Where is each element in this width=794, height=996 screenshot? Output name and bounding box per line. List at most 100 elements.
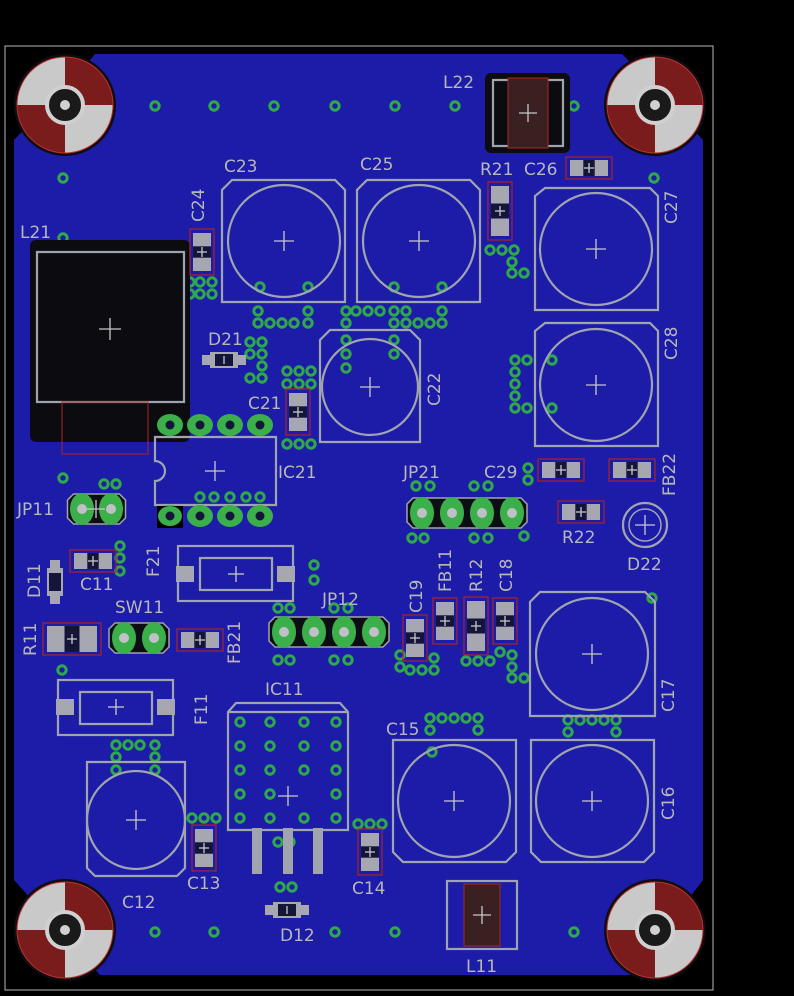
header-drill	[507, 508, 517, 518]
via	[305, 378, 317, 390]
via	[244, 372, 256, 384]
jumper-jp12	[268, 616, 390, 648]
via	[394, 661, 406, 673]
label-f21: F21	[144, 546, 164, 577]
via	[328, 654, 340, 666]
diode-core	[49, 573, 61, 591]
via	[424, 724, 436, 736]
via	[256, 360, 268, 372]
via	[330, 764, 342, 776]
label-d21: D21	[208, 330, 243, 350]
via	[298, 812, 310, 824]
smd-keepout	[463, 596, 489, 656]
via	[293, 365, 305, 377]
via	[460, 655, 472, 667]
via	[389, 100, 401, 112]
smd-pad	[496, 602, 514, 616]
label-c11: C11	[80, 575, 114, 595]
via	[264, 317, 276, 329]
via	[281, 365, 293, 377]
smd-pad	[586, 504, 600, 520]
mounting-hole-top-left	[14, 54, 116, 156]
label-l21: L21	[20, 223, 51, 243]
via	[149, 100, 161, 112]
via	[496, 244, 508, 256]
header-drill	[106, 504, 116, 514]
label-c25: C25	[360, 155, 394, 175]
via	[210, 812, 222, 824]
smd-pad	[74, 553, 88, 569]
via	[244, 336, 256, 348]
via	[522, 474, 534, 486]
via	[436, 712, 448, 724]
via	[388, 305, 400, 317]
smd-pad	[496, 626, 514, 640]
smd-pad	[181, 632, 195, 648]
via	[122, 739, 134, 751]
via	[468, 480, 480, 492]
via	[240, 491, 252, 503]
inductor-l22	[485, 73, 570, 153]
header-drill	[119, 633, 129, 643]
header-drill	[309, 627, 319, 637]
via	[340, 317, 352, 329]
via	[206, 276, 218, 288]
ic21-drill	[255, 511, 265, 521]
via	[404, 664, 416, 676]
via	[506, 661, 518, 673]
header-drill	[279, 627, 289, 637]
via	[484, 655, 496, 667]
via	[234, 812, 246, 824]
fuse-f21	[176, 544, 295, 603]
via	[364, 818, 376, 830]
via	[256, 336, 268, 348]
via	[208, 926, 220, 938]
label-jp21: JP21	[402, 463, 440, 483]
via	[484, 244, 496, 256]
via	[234, 764, 246, 776]
via	[264, 788, 276, 800]
label-r21: R21	[480, 160, 513, 180]
smd-pad	[467, 633, 485, 651]
via	[268, 100, 280, 112]
smd-parts	[42, 156, 656, 918]
via	[400, 317, 412, 329]
ic11-package	[226, 701, 350, 874]
via	[56, 664, 68, 676]
via	[272, 836, 284, 848]
via	[562, 726, 574, 738]
via	[302, 305, 314, 317]
capacitor-c27	[533, 186, 660, 312]
smd-pad	[570, 160, 584, 176]
smd-keepout	[487, 181, 513, 241]
via	[518, 267, 530, 279]
label-c13: C13	[187, 874, 221, 894]
smd-keepout	[537, 458, 585, 482]
capacitor-c28	[533, 321, 660, 448]
via	[224, 491, 236, 503]
via	[98, 478, 110, 490]
header-drill	[369, 627, 379, 637]
via	[293, 438, 305, 450]
via	[330, 812, 342, 824]
smd-pad	[562, 504, 576, 520]
via	[308, 574, 320, 586]
via	[244, 348, 256, 360]
via	[340, 305, 352, 317]
via	[264, 764, 276, 776]
via	[281, 438, 293, 450]
label-c26: C26	[524, 160, 558, 180]
smd-pad	[195, 853, 213, 867]
jumper-jp21	[406, 497, 528, 529]
via	[362, 305, 374, 317]
via	[194, 276, 206, 288]
via	[482, 532, 494, 544]
label-c19: C19	[407, 579, 427, 613]
via	[274, 881, 286, 893]
via	[298, 764, 310, 776]
via	[449, 100, 461, 112]
via	[330, 788, 342, 800]
via	[284, 602, 296, 614]
smd-pad	[467, 601, 485, 619]
